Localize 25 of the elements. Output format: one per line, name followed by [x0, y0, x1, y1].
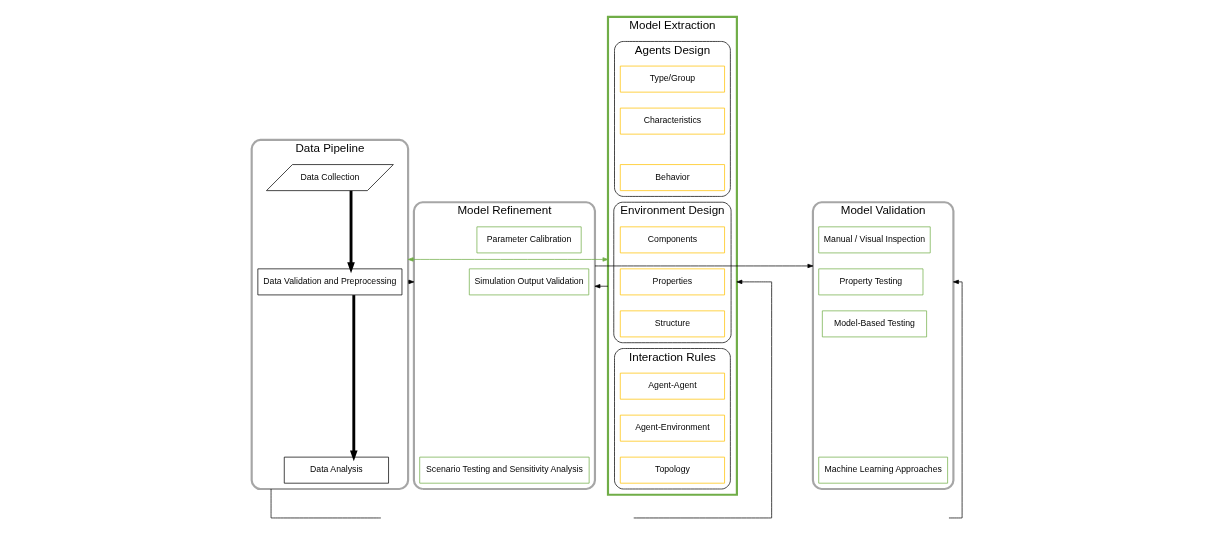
node-box: Manual / Visual Inspection [817, 226, 931, 254]
node-box: Data Validation and Preprocessing [257, 268, 402, 296]
node-box: Behavior [619, 164, 725, 191]
node-box: Topology [619, 456, 725, 484]
node-box: Agent-Agent [619, 372, 725, 400]
node-box: Scenario Testing and Sensitivity Analysis [418, 456, 589, 484]
node-box: Machine Learning Approaches [817, 456, 948, 484]
node-box: Data Analysis [283, 456, 389, 484]
arrow [349, 295, 358, 462]
node-box: Parameter Calibration [476, 226, 582, 254]
node-box: Model-Based Testing [821, 310, 927, 338]
arrow [632, 279, 772, 519]
arrow [594, 263, 813, 269]
arrow [948, 279, 962, 519]
node-box: Properties [619, 268, 725, 296]
arrow [407, 257, 608, 262]
node-box: Property Testing [817, 268, 923, 296]
node-box: Agent-Environment [619, 414, 725, 442]
arrow [594, 284, 608, 289]
arrow [346, 190, 355, 274]
node-box: Type/Group [619, 65, 725, 93]
node-box: Characteristics [619, 107, 725, 135]
node-box: Simulation Output Validation [468, 268, 589, 296]
node-box: Components [619, 226, 725, 254]
node-box: Structure [619, 310, 725, 338]
